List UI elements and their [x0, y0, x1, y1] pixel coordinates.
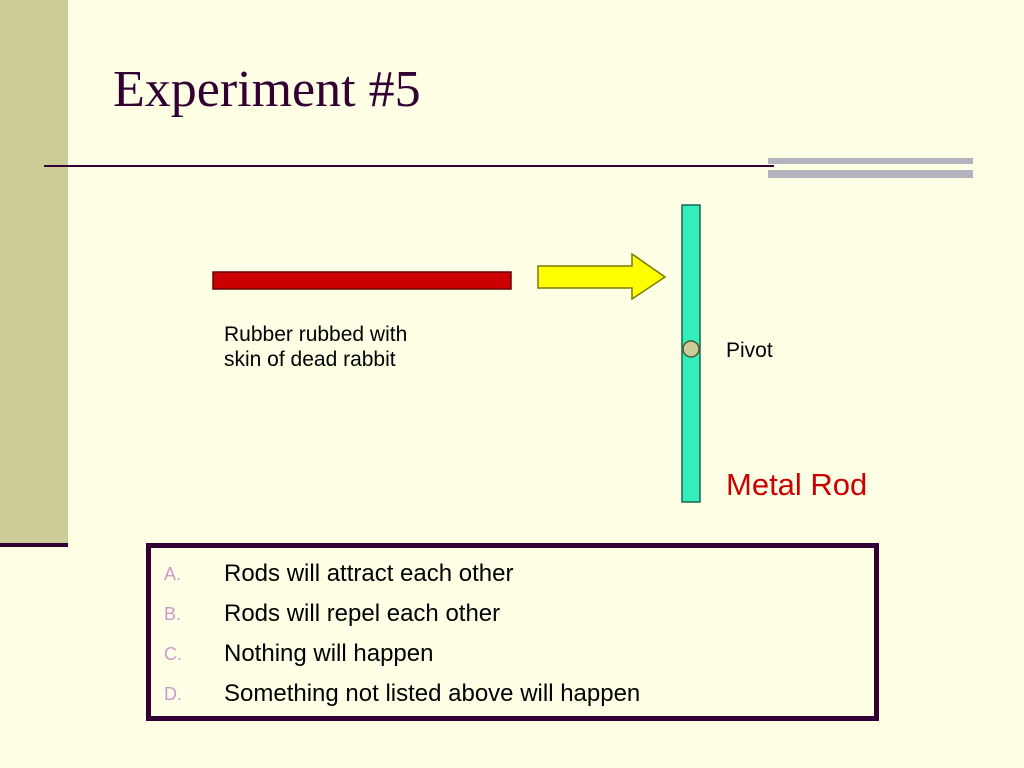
- rubber-label-line-2: skin of dead rabbit: [224, 348, 396, 371]
- answer-letter: A.: [164, 564, 182, 584]
- title-accent-bars: [768, 158, 973, 178]
- answer-option-d[interactable]: D. Something not listed above will happe…: [151, 680, 874, 720]
- answer-option-a[interactable]: A. Rods will attract each other: [151, 560, 874, 600]
- answer-letter: B.: [164, 604, 182, 624]
- answer-letter: C.: [164, 644, 182, 664]
- answer-option-c[interactable]: C. Nothing will happen: [151, 640, 874, 680]
- answer-options-box: A. Rods will attract each other B. Rods …: [146, 543, 879, 721]
- rubber-label-line-1: Rubber rubbed with: [224, 323, 408, 346]
- answer-text: Rods will repel each other: [224, 600, 501, 627]
- pivot-label: Pivot: [726, 339, 773, 362]
- rubber-rod: [212, 271, 512, 290]
- pivot-point: [682, 340, 700, 358]
- answer-letter: D.: [164, 684, 182, 704]
- answer-text: Nothing will happen: [224, 640, 434, 667]
- sidebar-base-line: [0, 543, 68, 547]
- sidebar-bar: [0, 0, 68, 545]
- metal-rod-label: Metal Rod: [726, 467, 868, 502]
- arrow-right-icon: [537, 252, 667, 301]
- slide-title: Experiment #5: [113, 61, 421, 118]
- rubber-rod-label: Rubber rubbed with skin of dead rabbit: [224, 322, 407, 372]
- answer-text: Something not listed above will happen: [224, 680, 641, 707]
- answer-option-b[interactable]: B. Rods will repel each other: [151, 600, 874, 640]
- answer-text: Rods will attract each other: [224, 560, 514, 587]
- title-divider: [44, 165, 774, 167]
